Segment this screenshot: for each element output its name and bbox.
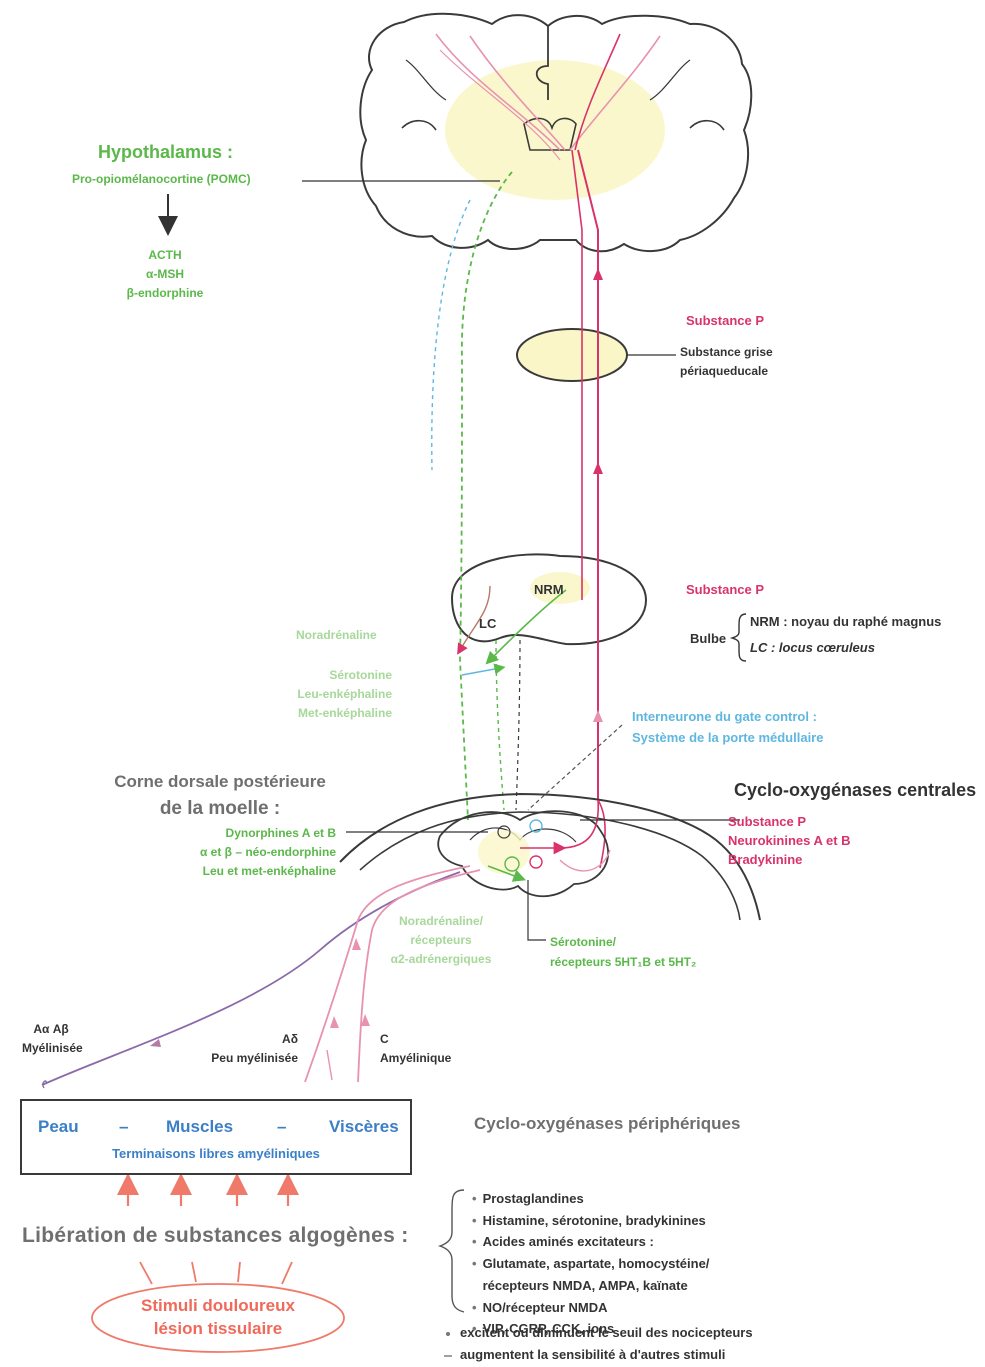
stimuli-label: Stimuli douloureux lésion tissulaire — [120, 1294, 316, 1340]
lc-definition: LC : locus cœruleus — [750, 638, 875, 657]
tissue-muscles: Muscles — [166, 1117, 233, 1137]
product-endorphin: β-endorphine — [110, 284, 220, 303]
spinal-cord-section — [340, 794, 760, 920]
peripheral-item: •NO/récepteur NMDA — [472, 1297, 709, 1319]
tissue-skin: Peau — [38, 1117, 79, 1137]
pag-neurotransmitter: Substance P — [686, 311, 764, 330]
fiber-aa-ab-type: Myélinisée — [22, 1039, 80, 1058]
tissue-viscera: Viscères — [329, 1117, 399, 1137]
descending-hypothalamic-tract — [460, 172, 512, 820]
central-cox-title: Cyclo-oxygénases centrales — [734, 780, 976, 801]
noradr-line1: Noradrénaline/ — [356, 912, 526, 931]
dorsal-horn-title-line2: de la moelle : — [96, 795, 344, 822]
pag-label-line1: Substance grise — [680, 343, 773, 362]
peptide-serotonin: Sérotonine — [276, 666, 392, 685]
peripheral-item: •récepteurs NMDA, AMPA, kaïnate — [472, 1275, 709, 1297]
stimuli-lines — [140, 1262, 292, 1284]
dorsal-horn-peptides: Dynorphines A et B α et β – néo-endorphi… — [156, 824, 336, 881]
release-arrows — [128, 1184, 288, 1206]
fiber-c-name: C — [380, 1030, 451, 1049]
pag-label: Substance grise périaqueducale — [680, 343, 773, 381]
noradr-line3: α2-adrénergiques — [356, 950, 526, 969]
legend-excite: excitent ou diminuent le seuil des nocic… — [460, 1325, 753, 1340]
fiber-ad-label: Aδ Peu myélinisée — [186, 1030, 298, 1068]
pag-label-line2: périaqueducale — [680, 362, 773, 381]
legend-sensitize: augmentent la sensibilité à d'autres sti… — [460, 1347, 725, 1362]
nrm-label: NRM — [534, 580, 564, 599]
serotonin-receptors: Sérotonine/ récepteurs 5HT₁B et 5HT₂ — [550, 932, 696, 972]
peripheral-item: •Prostaglandines — [472, 1188, 709, 1210]
fiber-c-label: C Amyélinique — [380, 1030, 451, 1068]
ascending-tract-1 — [578, 150, 598, 800]
stimuli-line1: Stimuli douloureux — [120, 1294, 316, 1317]
gate-control-line1: Interneurone du gate control : — [632, 706, 823, 727]
hypothalamus-title: Hypothalamus : — [98, 142, 233, 163]
peptide-met-enk: Met-enképhaline — [276, 704, 392, 723]
mediator-bradykinin: Bradykinine — [728, 850, 851, 869]
peripheral-item: •Histamine, sérotonine, bradykinines — [472, 1210, 709, 1232]
pomc-products: ACTH α-MSH β-endorphine — [110, 246, 220, 303]
sero-line2: récepteurs 5HT₁B et 5HT₂ — [550, 952, 696, 972]
serotonin-receptor-leader — [528, 880, 546, 940]
tissue-terminals: Terminaisons libres amyéliniques — [22, 1146, 410, 1161]
fiber-aa-ab-name: Aα Aβ — [22, 1020, 80, 1039]
peripheral-item: •Acides aminés excitateurs : — [472, 1231, 709, 1253]
peptide-neo-endorphin: α et β – néo-endorphine — [156, 843, 336, 862]
peripheral-brace — [440, 1190, 464, 1312]
central-cox-mediators: Substance P Neurokinines A et B Bradykin… — [728, 812, 851, 869]
nrm-definition: NRM : noyau du raphé magnus — [750, 612, 941, 631]
brain-section — [360, 14, 751, 251]
product-msh: α-MSH — [110, 265, 220, 284]
release-title: Libération de substances algogènes : — [22, 1224, 409, 1248]
sero-line1: Sérotonine/ — [550, 932, 696, 952]
bulbe-title: Bulbe — [690, 629, 726, 648]
mediator-neurokinins: Neurokinines A et B — [728, 831, 851, 850]
tissue-sep-1: – — [119, 1117, 128, 1137]
product-acth: ACTH — [110, 246, 220, 265]
peptide-leu-enk: Leu-enképhaline — [276, 685, 392, 704]
bulbe-brace — [732, 614, 746, 661]
gate-control-line2: Système de la porte médullaire — [632, 727, 823, 748]
fiber-ad-name: Aδ — [186, 1030, 298, 1049]
fiber-c-type: Amyélinique — [380, 1049, 451, 1068]
pomc-label: Pro-opiomélanocortine (POMC) — [72, 170, 251, 189]
noradrenaline-label: Noradrénaline — [296, 626, 377, 645]
tissue-sep-2: – — [277, 1117, 286, 1137]
peptide-leu-met-enk: Leu et met-enképhaline — [156, 862, 336, 881]
dorsal-horn-title: Corne dorsale postérieure de la moelle : — [96, 768, 344, 822]
pag-shape — [517, 329, 627, 381]
peripheral-mediator-list: •Prostaglandines •Histamine, sérotonine,… — [472, 1188, 709, 1340]
tissue-box: Peau – Muscles – Viscères Terminaisons l… — [20, 1099, 412, 1175]
fiber-aa-ab-label: Aα Aβ Myélinisée — [22, 1020, 80, 1058]
fiber-ad-type: Peu myélinisée — [186, 1049, 298, 1068]
peripheral-item: •Glutamate, aspartate, homocystéine/ — [472, 1253, 709, 1275]
stimuli-line2: lésion tissulaire — [120, 1317, 316, 1340]
lc-label: LC — [479, 614, 496, 633]
bulbe-neurotransmitter: Substance P — [686, 580, 764, 599]
peripheral-cox-title: Cyclo-oxygénases périphériques — [474, 1114, 740, 1134]
noradrenaline-receptors: Noradrénaline/ récepteurs α2-adrénergiqu… — [356, 912, 526, 969]
mediator-substance-p: Substance P — [728, 812, 851, 831]
gate-control-label: Interneurone du gate control : Système d… — [632, 706, 823, 748]
descending-peptides: Sérotonine Leu-enképhaline Met-enképhali… — [276, 666, 392, 723]
dorsal-horn-title-line1: Corne dorsale postérieure — [96, 768, 344, 795]
noradr-line2: récepteurs — [356, 931, 526, 950]
peptide-dynorphins: Dynorphines A et B — [156, 824, 336, 843]
